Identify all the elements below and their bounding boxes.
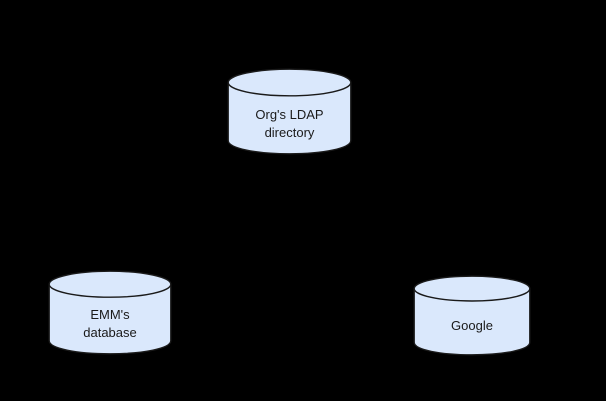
database-cylinder-emm[interactable]: EMM's database bbox=[48, 270, 172, 355]
cylinder-shape-icon bbox=[227, 68, 352, 155]
cylinder-shape-icon bbox=[48, 270, 172, 355]
cylinder-shape-icon bbox=[413, 275, 531, 356]
database-cylinder-ldap[interactable]: Org's LDAP directory bbox=[227, 68, 352, 155]
database-cylinder-google[interactable]: Google bbox=[413, 275, 531, 356]
